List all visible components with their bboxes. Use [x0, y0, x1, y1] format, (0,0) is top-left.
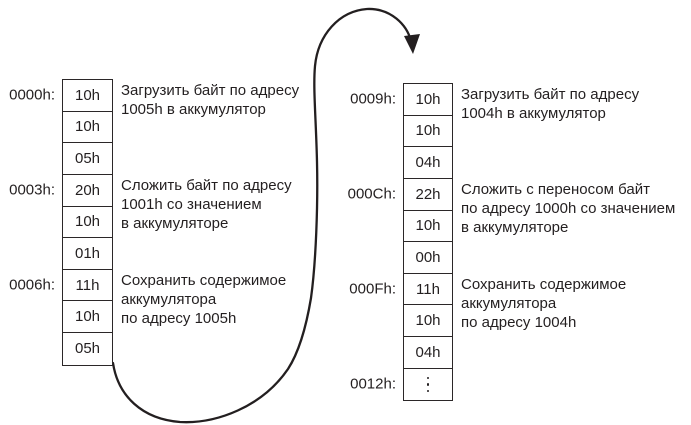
address-label: 0000h:: [9, 86, 55, 104]
memory-cell: 20h: [63, 174, 112, 207]
memory-cell: 10h: [63, 111, 112, 144]
memory-cell: [404, 368, 452, 401]
address-label: 000Ch:: [347, 185, 396, 203]
address-label: 0003h:: [9, 181, 55, 199]
annotation-line: Сохранить содержимое: [461, 275, 627, 293]
annotation-line: аккумулятора: [461, 294, 557, 312]
annotation-line: 1004h в аккумулятор: [461, 105, 606, 122]
annotation-line: Загрузить байт по адресу: [121, 82, 300, 99]
address-label: 0009h:: [350, 90, 396, 108]
annotation-line: 1005h в аккумулятор: [121, 101, 266, 118]
annotation-line: в аккумуляторе: [461, 218, 569, 236]
memory-cell: 04h: [404, 337, 452, 369]
address-label: 000Fh:: [349, 280, 396, 298]
instruction-annotation: Загрузить байт по адресу 1004h в аккумуля…: [461, 85, 639, 123]
instruction-annotation: Загрузить байт по адресу 1005h в аккумуля…: [121, 81, 299, 119]
memory-cell: 05h: [63, 333, 112, 365]
annotation-line: в аккумуляторе: [121, 214, 229, 232]
memory-cell: 10h: [63, 80, 112, 112]
ellipsis-icon: [426, 376, 430, 393]
memory-cell: 10h: [404, 305, 452, 338]
memory-cell: 04h: [404, 147, 452, 179]
annotation-line: Загрузить байт по адресу: [461, 86, 640, 103]
annotation-line: аккумулятора: [121, 290, 217, 308]
annotation-line: 1001h со значением: [121, 195, 262, 213]
memory-cell: 10h: [404, 210, 452, 243]
memory-cell: 11h: [63, 269, 112, 302]
address-label: 0012h:: [350, 375, 396, 393]
memory-cell: 00h: [404, 242, 452, 274]
memory-cell: 10h: [404, 115, 452, 148]
memory-cell: 10h: [63, 301, 112, 334]
annotation-line: по адресу 1000h со значением: [461, 199, 676, 217]
annotation-line: Сложить байт по адресу: [121, 176, 292, 194]
memory-cell: 22h: [404, 178, 452, 211]
annotation-line: по адресу 1005h: [121, 309, 237, 327]
annotation-line: Сохранить содержимое: [121, 271, 287, 289]
annotation-line: по адресу 1004h: [461, 313, 577, 331]
memory-cell: 10h: [63, 206, 112, 239]
memory-cell: 01h: [63, 238, 112, 270]
memory-cell: 05h: [63, 143, 112, 175]
address-label: 0006h:: [9, 276, 55, 294]
arrow-head-icon: [404, 34, 420, 54]
memory-cell: 11h: [404, 273, 452, 306]
annotation-line: Сложить с переносом байт: [461, 180, 650, 198]
memory-cell: 10h: [404, 84, 452, 116]
